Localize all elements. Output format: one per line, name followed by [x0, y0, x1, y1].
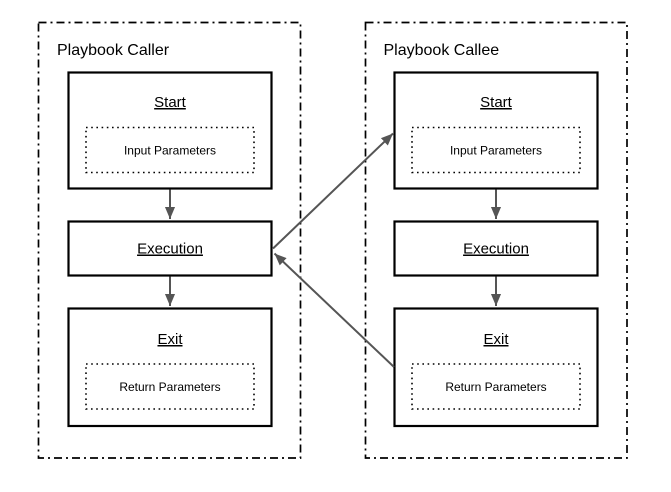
- callee-group: Playbook Callee Start Input Parameters E…: [364, 21, 628, 459]
- caller-group-title: Playbook Caller: [57, 42, 170, 59]
- caller-input-parameters-label: Input Parameters: [124, 144, 216, 158]
- callee-execution-title: Execution: [463, 241, 529, 258]
- caller-execution-title: Execution: [137, 241, 203, 258]
- caller-group-border: [37, 21, 302, 459]
- callee-execution-box: [393, 220, 599, 277]
- callee-group-title: Playbook Callee: [384, 42, 500, 59]
- caller-start-title: Start: [154, 94, 187, 111]
- callee-start-node: Start Input Parameters: [393, 71, 599, 190]
- callee-exit-title: Exit: [483, 331, 509, 348]
- caller-return-parameters-label: Return Parameters: [119, 380, 220, 394]
- arrow-callee-exit-to-caller-execution: [273, 252, 395, 368]
- caller-return-parameters-box: [85, 363, 255, 410]
- callee-return-parameters-box: [411, 363, 581, 410]
- caller-exit-node: Exit Return Parameters: [67, 307, 273, 428]
- callee-start-title: Start: [480, 94, 513, 111]
- callee-return-parameters-label: Return Parameters: [445, 380, 546, 394]
- callee-input-parameters-box: [411, 126, 581, 174]
- caller-group: Playbook Caller Start Input Parameters E…: [37, 21, 302, 459]
- callee-execution-node: Execution: [393, 220, 599, 277]
- caller-input-parameters-box: [85, 126, 255, 174]
- caller-execution-box: [67, 220, 273, 277]
- caller-start-node: Start Input Parameters: [67, 71, 273, 190]
- callee-input-parameters-label: Input Parameters: [450, 144, 542, 158]
- callee-group-border: [364, 21, 628, 459]
- callee-exit-node: Exit Return Parameters: [393, 307, 599, 428]
- caller-execution-node: Execution: [67, 220, 273, 277]
- caller-exit-title: Exit: [157, 331, 183, 348]
- arrow-caller-execution-to-callee-start: [272, 132, 394, 250]
